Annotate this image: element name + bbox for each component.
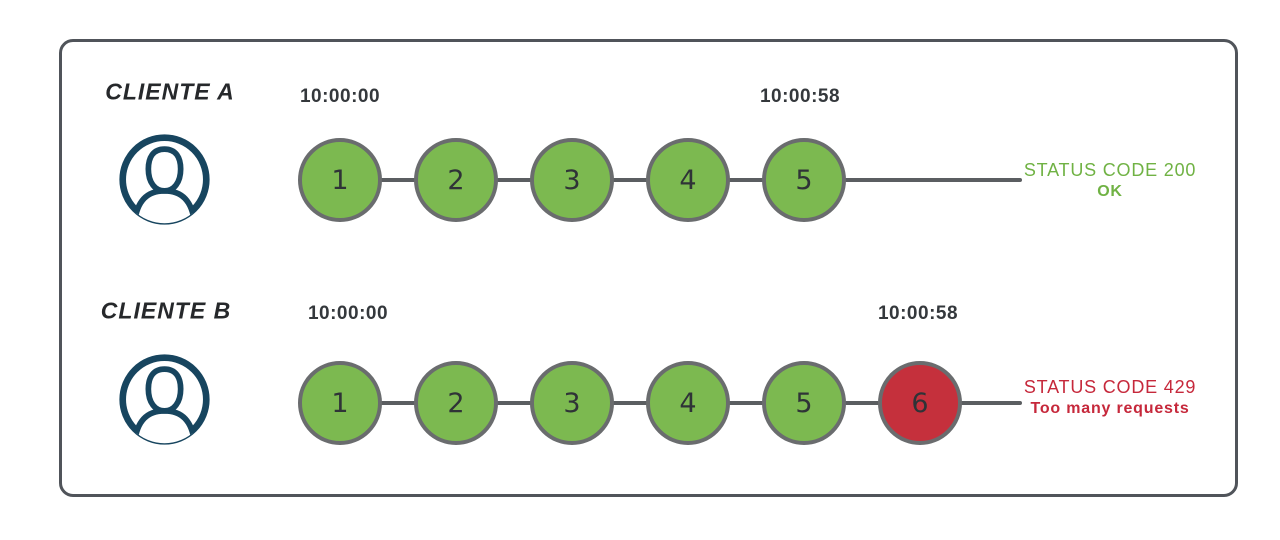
timestamp-start: 10:00:00 xyxy=(307,303,389,324)
status-desc-line: OK xyxy=(1097,183,1123,200)
request-circle: 2 xyxy=(414,138,498,222)
client-a-label: CLIENTE A xyxy=(105,78,235,105)
status-text-rate-limited: STATUS CODE 429 Too many requests xyxy=(1024,376,1196,420)
request-circle: 4 xyxy=(646,361,730,445)
diagram-frame xyxy=(59,39,1238,497)
user-avatar-icon xyxy=(117,132,212,227)
request-number: 2 xyxy=(447,164,465,196)
request-number: 4 xyxy=(679,164,697,196)
request-circle: 2 xyxy=(414,361,498,445)
request-circle: 4 xyxy=(646,138,730,222)
request-circle-blocked: 6 xyxy=(878,361,962,445)
timestamp-start: 10:00:00 xyxy=(299,86,381,107)
request-number: 1 xyxy=(331,164,349,196)
request-circle: 3 xyxy=(530,361,614,445)
request-number: 5 xyxy=(795,164,813,196)
request-number: 3 xyxy=(563,164,581,196)
request-number: 5 xyxy=(795,387,813,419)
client-b-label: CLIENTE B xyxy=(100,297,232,324)
request-circle: 1 xyxy=(298,138,382,222)
request-circle: 5 xyxy=(762,138,846,222)
status-text-ok: STATUS CODE 200 OK xyxy=(1024,159,1196,203)
request-number: 3 xyxy=(563,387,581,419)
status-code-line: STATUS CODE 200 xyxy=(1023,160,1197,180)
request-circle: 3 xyxy=(530,138,614,222)
request-circle: 1 xyxy=(298,361,382,445)
request-number: 4 xyxy=(679,387,697,419)
status-code-line: STATUS CODE 429 xyxy=(1023,377,1197,397)
status-desc-line: Too many requests xyxy=(1030,400,1190,417)
request-circle: 5 xyxy=(762,361,846,445)
request-number: 2 xyxy=(447,387,465,419)
timestamp-end: 10:00:58 xyxy=(877,303,959,324)
request-number: 1 xyxy=(331,387,349,419)
user-avatar-icon xyxy=(117,352,212,447)
timestamp-end: 10:00:58 xyxy=(759,86,841,107)
request-number: 6 xyxy=(911,387,929,419)
